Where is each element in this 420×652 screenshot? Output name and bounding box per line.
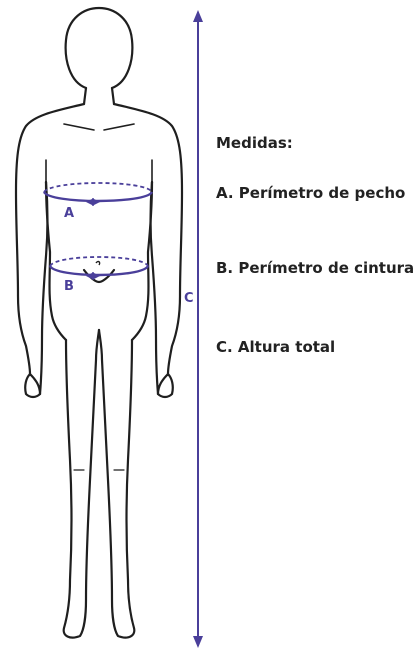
marker-a-label: A xyxy=(64,206,74,221)
navel-mark xyxy=(95,260,101,266)
waist-ellipse-front xyxy=(48,265,150,277)
left-hand-outline xyxy=(24,372,42,399)
chest-arrow-right xyxy=(92,198,100,206)
neck-outline-right xyxy=(110,86,116,106)
right-side-outline xyxy=(112,102,184,376)
neck-outline xyxy=(82,86,88,106)
measure-a-chest: A xyxy=(42,182,154,221)
head-outline xyxy=(64,6,134,90)
legend-item-height: C. Altura total xyxy=(216,338,336,356)
measure-c-height: C xyxy=(184,10,203,648)
left-side-outline xyxy=(14,102,86,376)
chest-ellipse-front xyxy=(42,191,154,203)
legend-title: Medidas: xyxy=(216,134,293,152)
height-arrow-top xyxy=(193,10,203,22)
torso-left-outline xyxy=(44,180,68,342)
right-hand-outline xyxy=(156,372,174,399)
left-clavicle xyxy=(63,123,95,131)
right-leg-outline xyxy=(97,328,136,639)
chest-ellipse-back xyxy=(43,182,153,193)
left-leg-outline xyxy=(62,328,101,639)
height-arrow-bottom xyxy=(193,636,203,648)
torso-right-outline xyxy=(130,180,154,342)
right-clavicle xyxy=(103,123,135,131)
legend-item-chest: A. Perímetro de pecho xyxy=(216,184,406,202)
waist-ellipse-back xyxy=(49,256,149,267)
body-outline xyxy=(14,6,184,639)
legend-item-waist: B. Perímetro de cintura xyxy=(216,259,415,277)
measure-b-waist: B xyxy=(48,256,150,294)
waist-arrow-right xyxy=(92,272,100,280)
marker-c-label: C xyxy=(184,291,194,306)
marker-b-label: B xyxy=(64,279,74,294)
